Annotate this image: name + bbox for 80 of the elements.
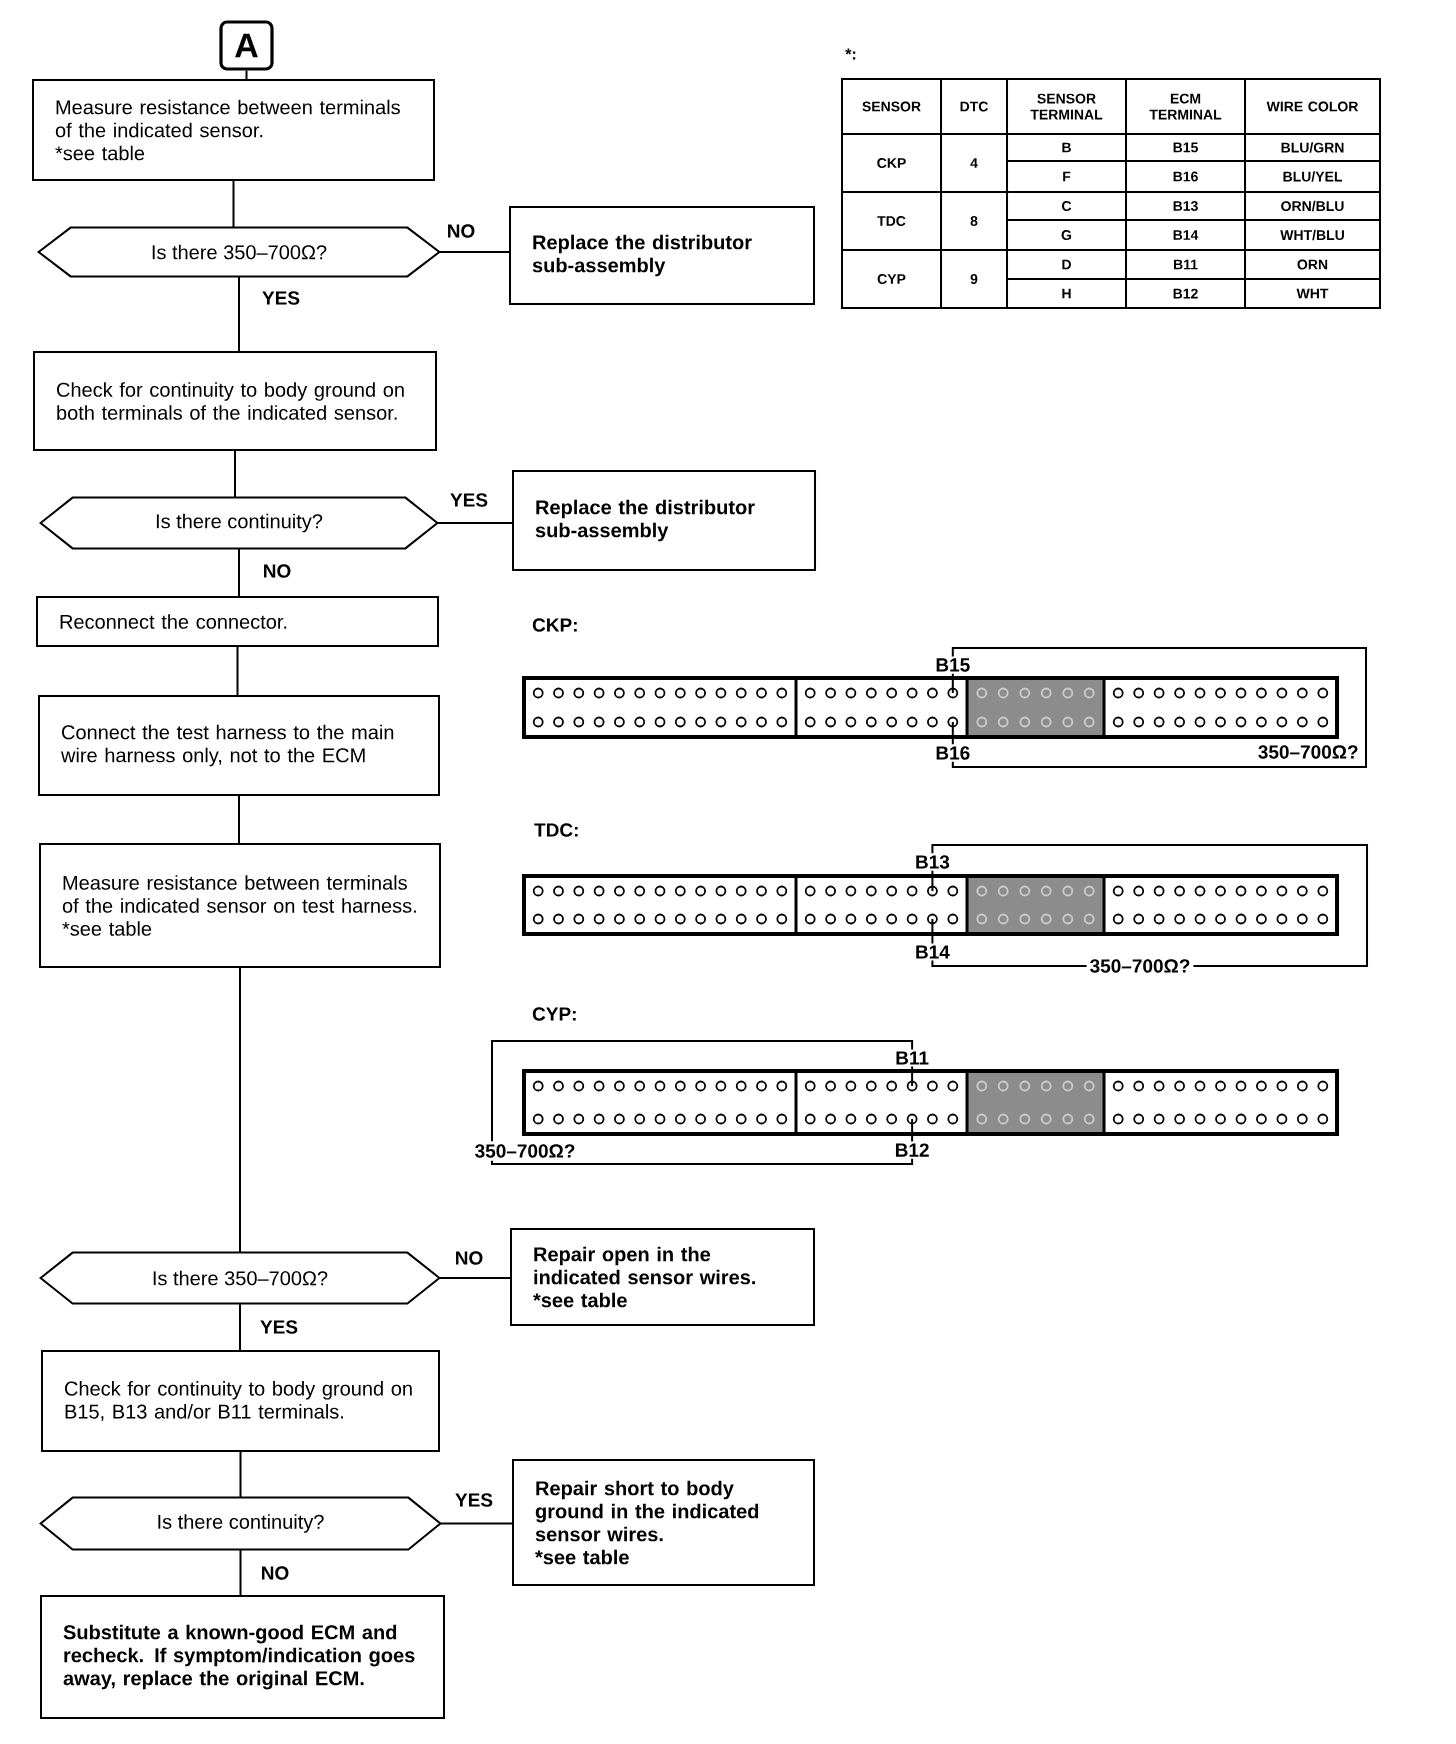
table-cell: 9: [940, 249, 1008, 309]
connector-line: [238, 795, 240, 844]
table-header-cell: WIRE COLOR: [1244, 78, 1381, 135]
process-box: Repair short to body ground in the indicated sensor wires. *see table: [512, 1459, 815, 1586]
connector-title: CYP:: [532, 1007, 576, 1021]
process-box: Replace the distributor sub-assembly: [512, 470, 816, 571]
resistance-label: 350–700Ω?: [1254, 742, 1362, 762]
table-cell: B11: [1125, 249, 1246, 280]
table-cell: F: [1006, 160, 1127, 193]
resistance-label: 350–700Ω?: [1086, 956, 1194, 976]
connector-line: [236, 646, 239, 696]
pin-label: B16: [933, 744, 973, 762]
table-cell: H: [1006, 278, 1127, 309]
pin-label: B15: [933, 656, 973, 674]
connector-line: [234, 450, 236, 499]
table-cell: G: [1006, 219, 1127, 251]
table-cell: 4: [940, 133, 1008, 193]
connector-title: CKP:: [532, 618, 577, 632]
table-header-cell: DTC: [940, 78, 1008, 135]
connector-line: [438, 251, 510, 253]
connector-line: [436, 522, 513, 524]
edge-label: YES: [455, 1493, 493, 1507]
edge-label: NO: [456, 1251, 483, 1265]
table-cell: CYP: [841, 249, 942, 309]
table-cell: B: [1006, 133, 1127, 162]
table-cell: WHT/BLU: [1244, 219, 1381, 251]
process-box: Substitute a known-good ECM and recheck. If symptom/indication goes away, replace the original ECM.: [40, 1595, 445, 1719]
decision-hexagon: Is there 350–700Ω?: [39, 1251, 441, 1305]
table-header-cell: SENSOR TERMINAL: [1006, 78, 1127, 135]
pin-label: B14: [913, 943, 952, 961]
connector-letter-box: A: [219, 20, 274, 71]
connector-line: [245, 69, 248, 80]
connector-line: [239, 1451, 242, 1499]
connector-line: [232, 180, 235, 229]
connector-line: [439, 1522, 513, 1525]
connector-line: [239, 1548, 242, 1596]
decision-hexagon: Is there continuity?: [39, 1496, 442, 1551]
connector-line: [238, 275, 240, 352]
process-box: Measure resistance between terminals of the indicated sensor. *see table: [32, 79, 435, 181]
table-cell: BLU/YEL: [1244, 160, 1381, 193]
table-cell: B13: [1125, 191, 1246, 221]
edge-label: NO: [264, 564, 291, 578]
table-cell: B12: [1125, 278, 1246, 309]
table-header-cell: SENSOR: [841, 78, 942, 135]
process-box: Replace the distributor sub-assembly: [509, 206, 815, 305]
process-box: Check for continuity to body ground on B15, B13 and/or B11 terminals.: [41, 1350, 440, 1452]
table-header-cell: ECM TERMINAL: [1125, 78, 1246, 135]
edge-label: YES: [450, 493, 488, 507]
table-cell: ORN/BLU: [1244, 191, 1381, 221]
process-box: Check for continuity to body ground on both terminals of the indicated sensor.: [33, 351, 437, 451]
connector-title: TDC:: [534, 823, 578, 837]
edge-label: YES: [260, 1320, 298, 1334]
table-cell: B15: [1125, 133, 1246, 162]
edge-label: YES: [262, 291, 300, 305]
table-cell: 8: [940, 191, 1008, 251]
decision-hexagon: Is there continuity?: [39, 496, 439, 550]
process-box: Connect the test harness to the main wire harness only, not to the ECM: [38, 695, 440, 796]
table-cell: ORN: [1244, 249, 1381, 280]
connector-line: [239, 1302, 241, 1351]
pin-label: B11: [893, 1049, 931, 1067]
pin-label: B13: [913, 853, 952, 871]
process-box: Reconnect the connector.: [36, 596, 439, 647]
table-cell: B14: [1125, 219, 1246, 251]
table-cell: C: [1006, 191, 1127, 221]
footnote-mark: *:: [845, 48, 856, 60]
process-box: Repair open in the indicated sensor wires. *see table: [510, 1228, 815, 1326]
connector-line: [238, 547, 240, 597]
edge-label: NO: [262, 1566, 289, 1580]
process-box: Measure resistance between terminals of the indicated sensor on test harness. *see table: [39, 843, 441, 968]
connector-line: [438, 1277, 511, 1279]
pin-label: B12: [892, 1141, 932, 1159]
edge-label: NO: [448, 224, 475, 238]
connector-line: [239, 967, 241, 1254]
table-cell: WHT: [1244, 278, 1381, 309]
table-cell: D: [1006, 249, 1127, 280]
table-cell: CKP: [841, 133, 942, 193]
table-cell: B16: [1125, 160, 1246, 193]
table-cell: TDC: [841, 191, 942, 251]
resistance-label: 350–700Ω?: [471, 1141, 579, 1161]
table-cell: BLU/GRN: [1244, 133, 1381, 162]
